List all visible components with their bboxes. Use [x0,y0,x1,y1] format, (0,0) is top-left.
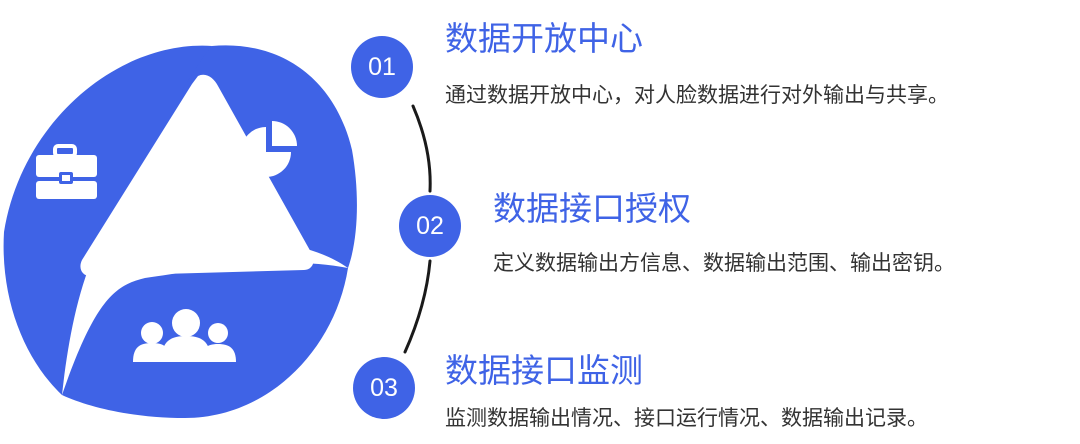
pie-chart-icon [241,121,297,177]
step-3-number: 03 [370,373,398,402]
cycle-circle [3,45,357,418]
step-1-badge: 01 [351,36,413,98]
step-1-description: 通过数据开放中心，对人脸数据进行对外输出与共享。 [445,83,949,107]
users-icon [133,309,236,362]
step-3-title: 数据接口监测 [445,351,643,390]
step-3-badge: 03 [353,357,415,419]
connector-2-3 [403,259,432,354]
cycle-segment-bottom [62,262,348,418]
step-1-number: 01 [368,52,396,81]
step-2-number: 02 [416,211,444,240]
step-3-description: 监测数据输出情况、接口运行情况、数据输出记录。 [445,406,928,430]
step-2-badge: 02 [399,195,461,257]
step-1-title: 数据开放中心 [445,19,643,58]
step-2-title: 数据接口授权 [493,189,691,228]
central-triangle [80,74,314,276]
connector-1-2 [411,104,432,193]
briefcase-icon [36,144,97,199]
step-2-description: 定义数据输出方信息、数据输出范围、输出密钥。 [493,251,955,275]
